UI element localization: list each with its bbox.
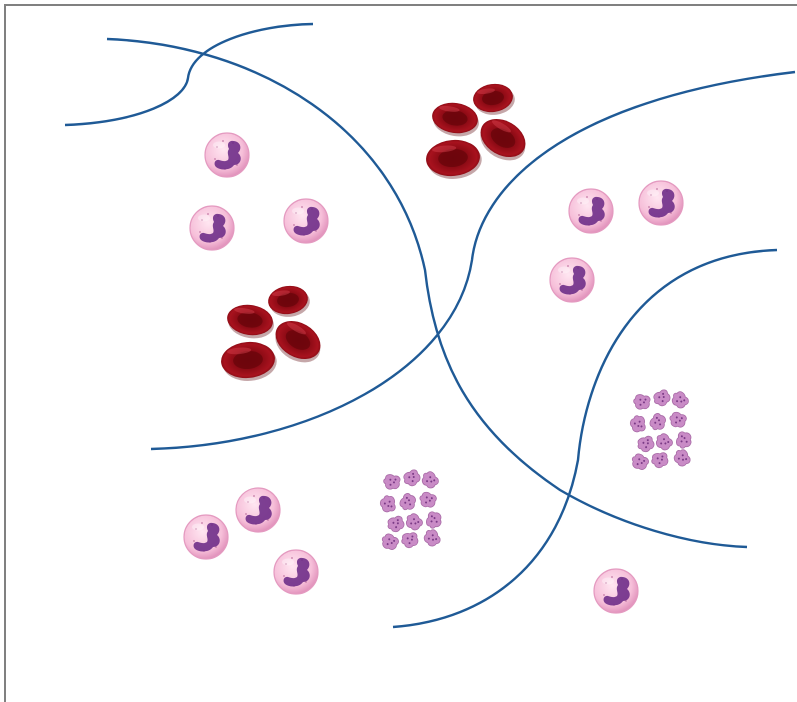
platelet-icon xyxy=(669,411,687,428)
neutrophil-icon xyxy=(283,198,329,244)
platelet-icon xyxy=(653,389,671,407)
platelet-icon xyxy=(379,495,396,513)
red-blood-cell-icon xyxy=(221,341,277,381)
red-blood-cell-icon xyxy=(473,83,515,115)
neutrophil-icon xyxy=(549,257,595,303)
platelet-icon xyxy=(676,431,692,449)
platelet-icon xyxy=(629,415,646,433)
platelet-icon xyxy=(673,449,691,467)
cells-layer xyxy=(183,83,692,614)
neutrophil-icon xyxy=(235,487,281,533)
platelet-icon xyxy=(405,513,423,531)
platelet-icon xyxy=(426,511,442,529)
red-blood-cell-icon xyxy=(426,139,482,179)
platelet-icon xyxy=(633,394,651,410)
platelet-icon xyxy=(637,435,655,453)
platelet-icon xyxy=(387,515,405,533)
red-blood-cell-icon xyxy=(480,119,526,161)
boundary-curve-left-region xyxy=(106,37,748,549)
neutrophil-icon xyxy=(638,180,684,226)
red-blood-cell-icon xyxy=(268,285,310,317)
neutrophil-icon xyxy=(593,568,639,614)
platelet-icon xyxy=(401,532,419,549)
platelet-icon xyxy=(383,474,401,490)
boundary-curve-center-arc xyxy=(150,70,796,451)
neutrophil-icon xyxy=(568,188,614,234)
platelet-icon xyxy=(421,471,439,489)
frame-border xyxy=(4,4,797,702)
platelet-icon xyxy=(403,469,421,487)
platelet-icon xyxy=(419,491,437,508)
red-blood-cell-icon xyxy=(275,321,321,363)
boundary-curve-bottom-right xyxy=(392,248,778,629)
neutrophil-icon xyxy=(189,205,235,251)
platelet-icon xyxy=(651,452,669,469)
neutrophil-icon xyxy=(273,549,319,595)
platelet-icon xyxy=(649,413,666,431)
boundary-curve-top-left xyxy=(64,22,314,127)
platelet-icon xyxy=(671,391,689,409)
neutrophil-icon xyxy=(183,514,229,560)
platelet-icon xyxy=(399,493,416,511)
boundary-lines xyxy=(64,22,796,629)
platelet-icon xyxy=(631,453,649,470)
red-blood-cell-icon xyxy=(227,304,274,339)
platelet-icon xyxy=(655,433,673,451)
red-blood-cell-icon xyxy=(432,102,479,137)
neutrophil-icon xyxy=(204,132,250,178)
platelet-icon xyxy=(423,529,441,547)
platelet-icon xyxy=(381,533,399,550)
